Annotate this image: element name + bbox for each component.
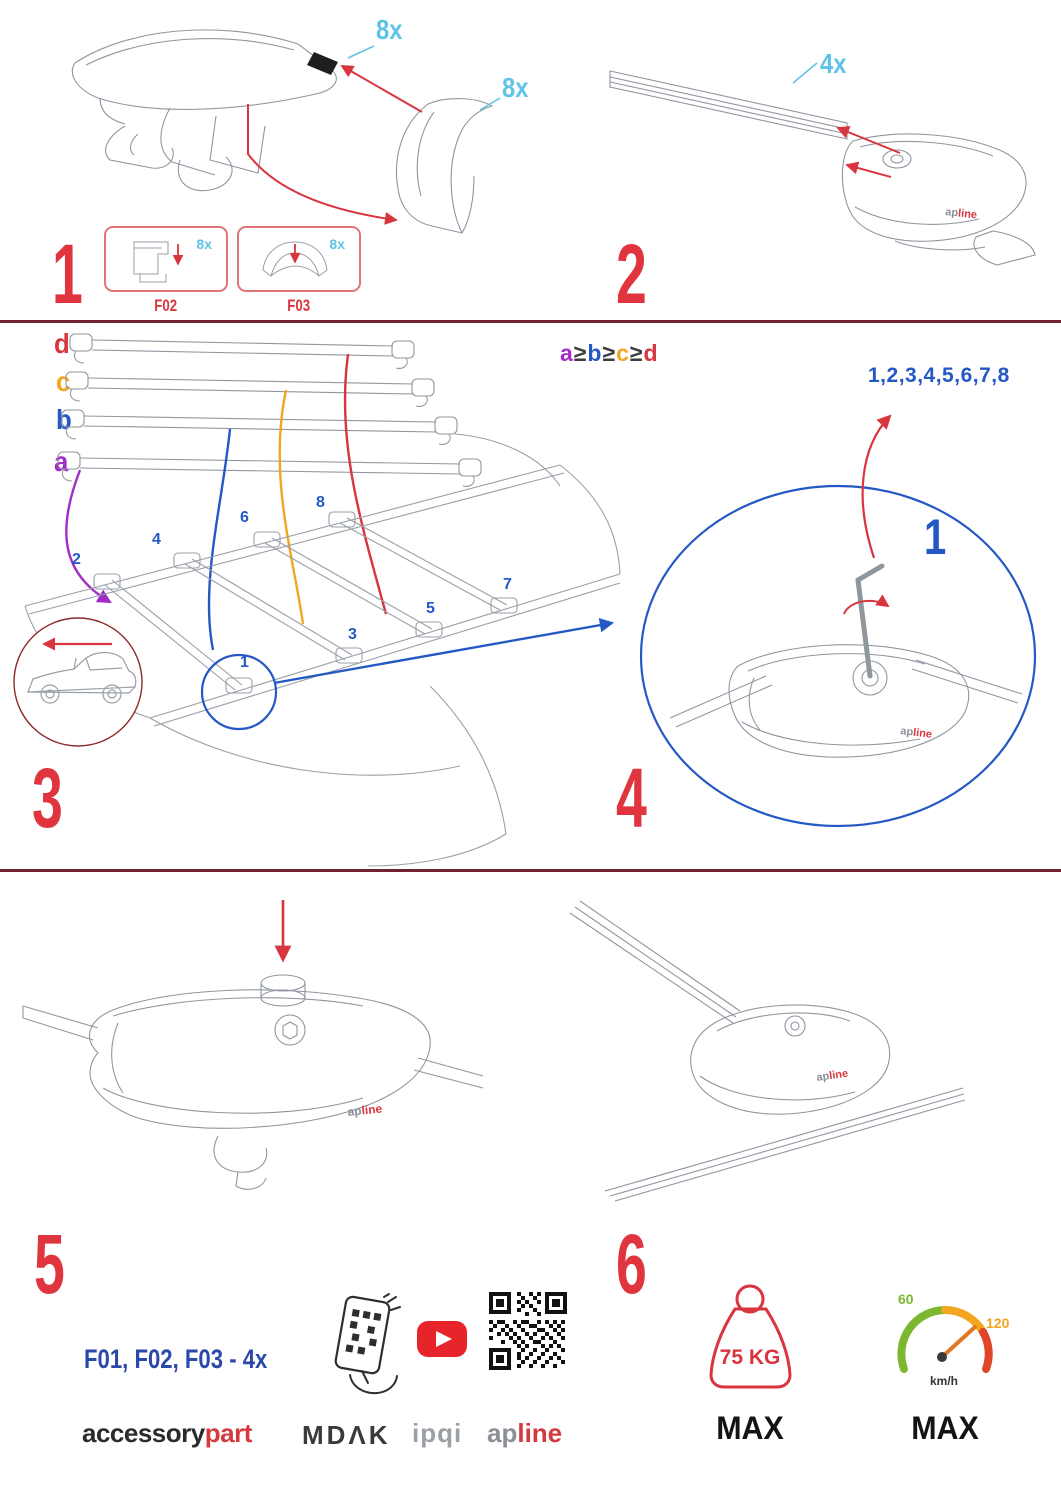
position-3: 3 (348, 626, 357, 643)
parts-note-label: F01, F02, F03 - 4x (84, 1344, 268, 1374)
cap-logo-patch (307, 52, 338, 75)
part-f02-sketch (133, 241, 184, 283)
part-box-f03: 8x (237, 226, 361, 292)
step1-foot-and-cover-drawing (71, 29, 501, 234)
position-1-highlight-circle (200, 653, 278, 731)
crossbars-d-c-b-a (57, 333, 482, 487)
car-direction-inset (13, 617, 143, 747)
step4-tightening-detail-drawing: apline (639, 414, 1037, 828)
step2-slide-arrow-1 (836, 126, 901, 154)
formula-ge1: ≥ (573, 340, 588, 366)
step2-number: 2 (616, 227, 647, 321)
part-f03-qty-label: 8x (329, 236, 345, 252)
part-f02-qty-label: 8x (196, 236, 212, 252)
guide-curve-d-red (343, 353, 388, 615)
youtube-icon (417, 1321, 467, 1357)
position-2: 2 (72, 551, 81, 568)
bar-length-formula: a≥b≥c≥d (560, 340, 659, 367)
first-position-number: 1 (924, 509, 947, 565)
step5-press-cap-drawing: apline (22, 900, 484, 1190)
max-weight-value: 75 KG (720, 1346, 781, 1369)
step6-number: 6 (616, 1217, 647, 1311)
position-6: 6 (240, 509, 249, 526)
qty-pointer-line-cap (347, 45, 375, 59)
part-f02-code: F02 (154, 296, 178, 315)
step2-quantity-label: 4x (820, 48, 847, 79)
ipqi-logo: ipqi (412, 1418, 463, 1448)
step5-number: 5 (34, 1217, 65, 1311)
formula-c: c (616, 340, 630, 366)
foot-brand-logo: apline (347, 1101, 383, 1119)
car-roof-drawing (24, 433, 621, 867)
part-f03-sketch (262, 241, 328, 277)
part-box-f02: 8x (104, 226, 228, 292)
position-1: 1 (240, 654, 249, 671)
foot-brand-logo: apline (816, 1068, 849, 1084)
guide-curve-a-purple (65, 469, 112, 604)
step1-install-arrow-foot (247, 104, 398, 225)
gauge-high-value: 120 (986, 1315, 1010, 1331)
step3-number: 3 (32, 751, 63, 845)
guide-curve-b-blue (207, 428, 232, 651)
max-weight-label: MAX (716, 1410, 784, 1446)
position-5: 5 (426, 600, 435, 617)
qty-pointer-line-cover (479, 97, 501, 111)
foot-brand-logo: apline (945, 206, 978, 221)
apline-logo: apline (487, 1418, 562, 1449)
step1-number: 1 (52, 227, 83, 321)
accessorypart-logo-black: accessory (82, 1418, 205, 1448)
part-f03-code: F03 (287, 296, 311, 315)
gauge-unit: km/h (930, 1374, 958, 1388)
apline-logo-red: line (517, 1418, 563, 1448)
sequence-callout-arrow (861, 414, 892, 559)
step1-quantity-cover-label: 8x (502, 72, 529, 103)
qty-pointer-line-bar (792, 62, 818, 84)
scan-qr-phone-icon (334, 1293, 401, 1395)
part-f03-code-wrap: F03 (237, 296, 361, 316)
step2-bar-into-foot-drawing: apline (609, 62, 1036, 266)
formula-d: d (643, 340, 659, 366)
apline-logo-gray: ap (487, 1418, 518, 1448)
section-divider-top (0, 320, 1061, 323)
gauge-needle-hub (937, 1352, 947, 1362)
position-8: 8 (316, 494, 325, 511)
max-speed-label: MAX (911, 1410, 979, 1446)
step3-roof-layout-drawing: 2 4 6 8 1 3 5 7 (13, 333, 621, 867)
step1-quantity-cap-label: 8x (376, 14, 403, 45)
position-7: 7 (503, 576, 512, 593)
guide-curve-c-orange (278, 389, 305, 625)
formula-b: b (587, 340, 603, 366)
formula-a: a (560, 340, 574, 366)
formula-ge2: ≥ (602, 340, 617, 366)
allen-key-icon (855, 563, 885, 679)
gauge-low-value: 60 (898, 1291, 914, 1307)
qr-code (487, 1290, 569, 1372)
detail-zoom-ellipse (639, 484, 1037, 828)
step6-mounted-foot-drawing: apline (569, 900, 966, 1202)
section-divider-bottom (0, 869, 1061, 872)
gauge-needle (940, 1325, 977, 1359)
accessorypart-logo-red: part (204, 1418, 253, 1448)
step1-install-arrow-cover (340, 65, 423, 113)
position-4: 4 (152, 531, 161, 548)
mdak-logo: MDΛK (302, 1420, 391, 1450)
formula-ge3: ≥ (629, 340, 644, 366)
bar-label-d: d (54, 328, 70, 359)
max-weight-icon: 75 KG (709, 1284, 792, 1389)
step4-number: 4 (616, 751, 647, 845)
tighten-sequence-label: 1,2,3,4,5,6,7,8 (868, 364, 1010, 387)
max-speed-gauge-icon: 60 120 km/h (897, 1291, 1010, 1388)
accessorypart-logo: accessorypart (82, 1418, 252, 1449)
rotate-key-arrow (843, 594, 890, 615)
step2-slide-arrow-2 (845, 161, 892, 178)
detail-view-arrow (273, 618, 615, 685)
foot-with-hex-key-drawing (669, 644, 1023, 758)
part-f02-code-wrap: F02 (104, 296, 228, 316)
foot-brand-logo: apline (900, 725, 933, 741)
